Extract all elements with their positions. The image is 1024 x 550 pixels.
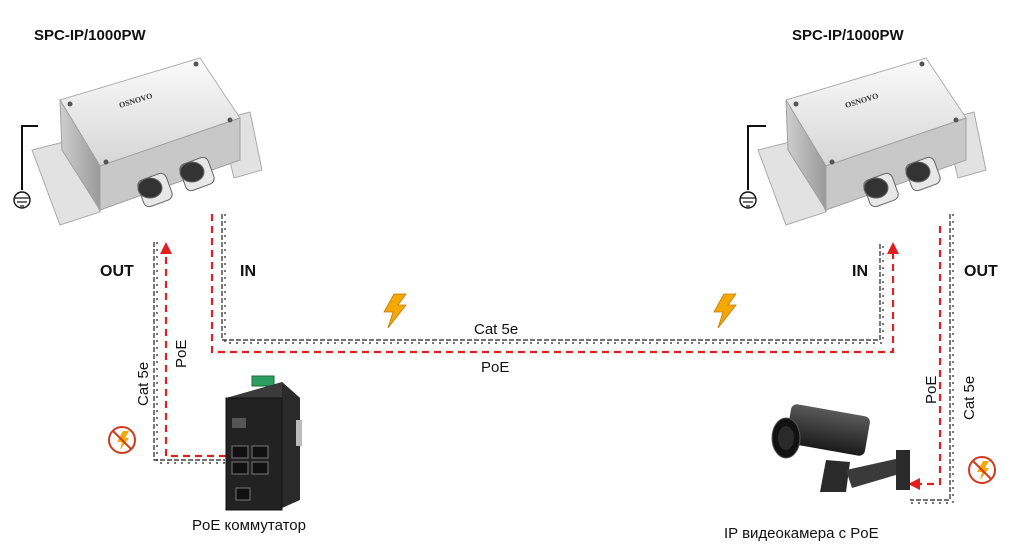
left-spc-device: OSNOVO xyxy=(13,57,263,226)
right-spc-device: OSNOVO xyxy=(739,57,987,226)
poe-switch xyxy=(225,375,302,511)
trunk-poe-path xyxy=(210,214,895,354)
right-drop-cable xyxy=(910,214,951,501)
left-device-title: SPC-IP/1000PW xyxy=(34,27,147,44)
ground-icon xyxy=(739,125,766,209)
right-out-label: OUT xyxy=(964,263,998,280)
right-device-title: SPC-IP/1000PW xyxy=(792,27,905,44)
left-in-label: IN xyxy=(240,263,256,280)
arrow-up-icon xyxy=(887,242,899,254)
right-poe-path xyxy=(916,226,942,486)
poe-power-paths xyxy=(164,214,942,486)
left-out-label: OUT xyxy=(100,263,134,280)
trunk-poe-label: PoE xyxy=(481,359,509,376)
surge-protection-icon xyxy=(108,426,136,454)
lightning-icon xyxy=(713,293,737,329)
surge-protection-icon xyxy=(968,456,996,484)
lightning-icon xyxy=(383,293,407,329)
ip-camera xyxy=(771,404,910,492)
right-drop-poe-label: PoE xyxy=(923,376,940,404)
left-drop-cable-label: Cat 5e xyxy=(135,362,152,406)
left-drop-poe-label: PoE xyxy=(173,340,190,368)
left-poe-path xyxy=(164,252,226,458)
ground-icon xyxy=(13,125,38,209)
trunk-cable-label: Cat 5e xyxy=(474,321,518,338)
switch-caption: PoE коммутатор xyxy=(192,517,306,534)
camera-caption: IP видеокамера с PoE xyxy=(724,525,879,542)
arrow-up-icon xyxy=(160,242,172,254)
right-drop-cable-label: Cat 5e xyxy=(961,376,978,420)
right-in-label: IN xyxy=(852,263,868,280)
left-drop-cable xyxy=(153,242,225,461)
trunk-cable xyxy=(221,214,881,341)
cables xyxy=(153,214,954,504)
arrow-left-icon xyxy=(908,478,920,490)
